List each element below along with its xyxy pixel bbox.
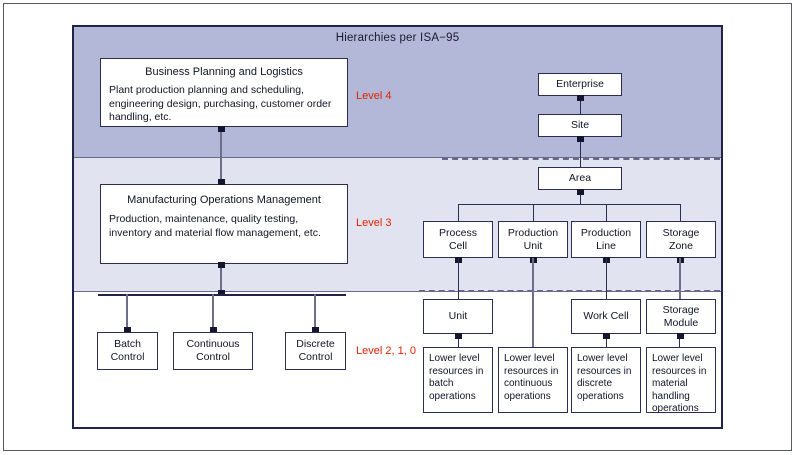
box-title: Business Planning and Logistics: [145, 66, 303, 78]
connector-mom-to-bus: [220, 264, 222, 294]
box-label: Unit: [448, 310, 468, 322]
connector-knob: [124, 327, 131, 333]
box-label: Lower level resources in discrete operat…: [577, 353, 632, 402]
box-enterprise[interactable]: Enterprise: [538, 73, 622, 96]
connector-bus-to-batch: [126, 294, 128, 332]
connector-process-cell-to-unit: [458, 258, 459, 299]
dashed-separator-upper: [442, 158, 720, 160]
connector-work-cell-to-leaf: [606, 334, 607, 347]
connector-knob: [603, 333, 610, 339]
connector-bus-to-storage-zone: [680, 204, 681, 221]
connector-knob: [218, 290, 225, 296]
connector-storage-zone-to-storage-module: [679, 258, 681, 299]
box-label: Site: [570, 119, 590, 131]
box-lower-level-resources-continuous[interactable]: Lower level resources in continuous oper…: [498, 347, 568, 413]
box-description: Plant production planning and scheduling…: [109, 84, 332, 123]
box-lower-level-resources-material-handling[interactable]: Lower level resources in material handli…: [646, 347, 716, 414]
box-description: Production, maintenance, quality testing…: [109, 213, 321, 239]
box-lower-level-resources-batch[interactable]: Lower level resources in batch operation…: [423, 347, 493, 413]
connector-bus-to-continuous: [212, 294, 214, 332]
connector-knob: [218, 262, 225, 268]
box-work-cell[interactable]: Work Cell: [571, 299, 641, 334]
band-divider-upper: [74, 157, 721, 158]
level-label-3: Level 3: [356, 217, 392, 229]
box-label: Enterprise: [556, 78, 604, 90]
level-label-2-1-0: Level 2, 1, 0: [356, 345, 416, 357]
box-label: Lower level resources in continuous oper…: [504, 353, 559, 402]
box-label: Area: [568, 172, 592, 184]
area-children-bus-line: [458, 204, 681, 205]
box-unit[interactable]: Unit: [423, 299, 493, 334]
connector-area-to-bus: [580, 190, 581, 204]
connector-knob: [577, 189, 584, 195]
box-label: Lower level resources in material handli…: [652, 353, 707, 414]
box-business-planning-and-logistics[interactable]: Business Planning and Logistics Plant pr…: [100, 58, 348, 127]
connector-knob: [455, 333, 462, 339]
band-divider-lower: [74, 291, 721, 292]
control-bus-line: [98, 294, 346, 296]
connector-knob: [577, 136, 584, 142]
connector-production-unit-to-leaf: [532, 258, 534, 347]
connector-knob: [677, 333, 684, 339]
connector-bus-to-process-cell: [458, 204, 459, 221]
connector-enterprise-to-site: [580, 96, 581, 114]
connector-knob: [312, 327, 319, 333]
connector-knob: [218, 179, 225, 185]
connector-production-line-to-work-cell: [606, 258, 607, 299]
box-manufacturing-operations-management[interactable]: Manufacturing Operations Management Prod…: [100, 184, 348, 264]
box-lower-level-resources-discrete[interactable]: Lower level resources in discrete operat…: [571, 347, 641, 413]
isa95-diagram-panel: Hierarchies per ISA−95 Business Planning…: [72, 25, 723, 429]
connector-bus-to-production-line: [606, 204, 607, 221]
connector-bus-to-discrete: [314, 294, 316, 332]
box-title: Manufacturing Operations Management: [127, 194, 321, 206]
connector-unit-to-leaf: [458, 334, 459, 347]
dashed-separator-lower: [419, 290, 720, 292]
connector-knob: [577, 95, 584, 101]
box-area[interactable]: Area: [538, 167, 622, 190]
connector-storage-module-to-leaf: [679, 334, 680, 347]
box-site[interactable]: Site: [538, 114, 622, 137]
page-title: Hierarchies per ISA−95: [335, 32, 460, 44]
connector-bpl-to-mom: [220, 127, 222, 184]
connector-knob: [210, 327, 217, 333]
box-label: Lower level resources in batch operation…: [429, 353, 484, 402]
level-label-4: Level 4: [356, 90, 392, 102]
connector-bus-to-production-unit: [533, 204, 534, 221]
connector-knob: [218, 126, 225, 132]
connector-site-to-area: [580, 137, 581, 167]
box-label: Work Cell: [583, 310, 629, 322]
